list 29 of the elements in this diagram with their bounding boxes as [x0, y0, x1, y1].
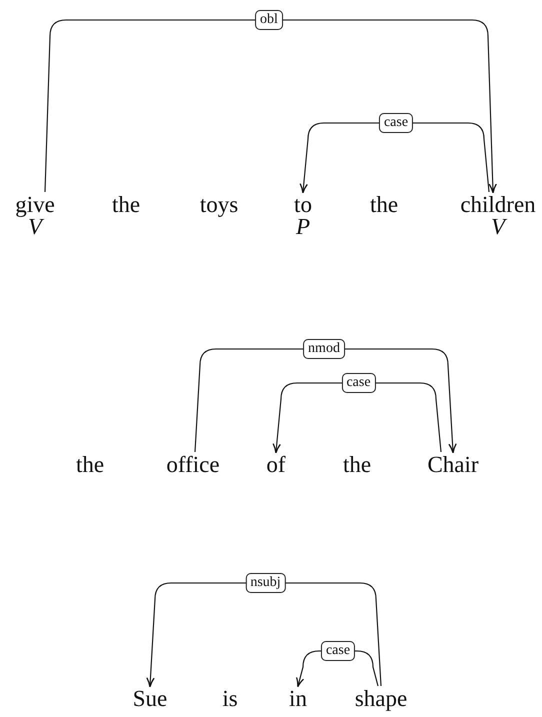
edge-label: nmod [303, 339, 345, 359]
word: the [112, 194, 140, 216]
dependency-arc [272, 382, 442, 454]
word: the [370, 194, 398, 216]
edge-label: obl [255, 10, 283, 30]
word: give [15, 194, 55, 216]
edge-label: case [341, 373, 376, 393]
word: to [294, 194, 312, 216]
word: shape [354, 688, 408, 710]
part-of-speech-tag: V [15, 216, 55, 238]
part-of-speech-tag: P [294, 216, 312, 238]
word: the [342, 454, 372, 476]
word: office [166, 454, 220, 476]
word: the [76, 454, 104, 476]
part-of-speech-tag: V [460, 216, 536, 238]
word: Sue [132, 688, 168, 710]
dependency-arc [44, 19, 497, 194]
word: of [266, 454, 286, 476]
edge-label: case [320, 641, 356, 661]
edge-label: case [378, 113, 414, 133]
edge-label: nsubj [245, 573, 286, 593]
word: in [289, 688, 307, 710]
word: children [460, 194, 536, 216]
word: Chair [427, 454, 479, 476]
dependency-arc [146, 582, 382, 688]
word: is [222, 688, 238, 710]
dependency-arc [300, 122, 490, 194]
word: toys [200, 194, 238, 216]
dependency-arc [194, 348, 457, 454]
